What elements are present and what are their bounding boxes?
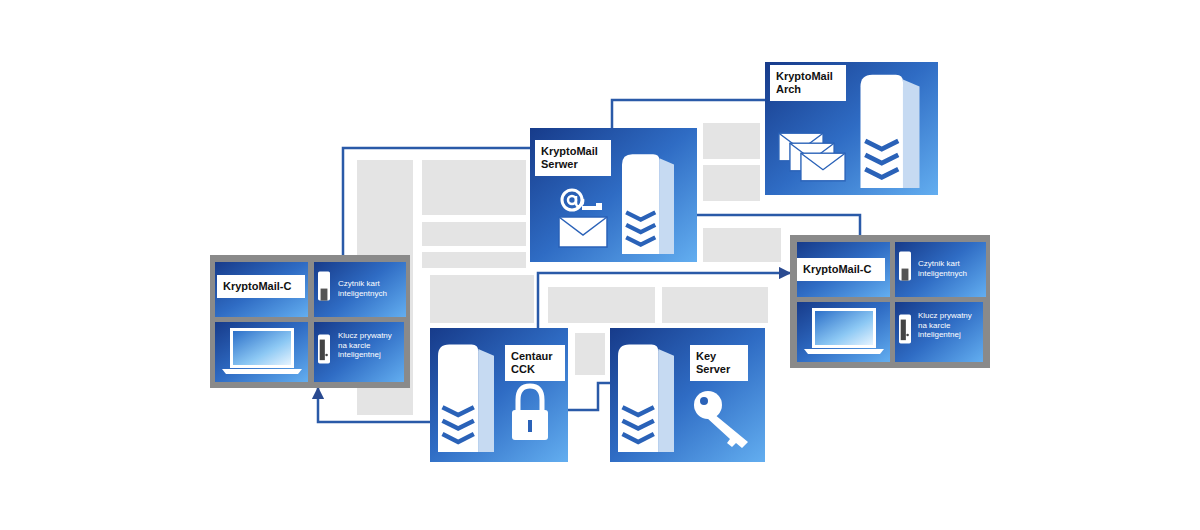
connector xyxy=(612,100,765,128)
node-label: KryptoMail-C xyxy=(217,275,305,298)
node-label: Key Server xyxy=(690,345,748,381)
ca-server-box: Centaur CCK xyxy=(430,328,568,462)
node-label: Centaur CCK xyxy=(505,345,565,381)
node-label: KryptoMail Arch xyxy=(770,65,846,101)
key-server-box: Key Server xyxy=(610,328,765,462)
client-frame: KryptoMail-C Czytnik kart inteligentnychK… xyxy=(790,235,990,368)
private-key-box: Klucz prywatny na karcie inteligentnej xyxy=(314,322,404,382)
node-caption: Klucz prywatny na karcie inteligentnej xyxy=(918,311,978,340)
node-label: KryptoMail-C xyxy=(797,258,885,281)
private-key-box: Klucz prywatny na karcie inteligentnej xyxy=(895,302,983,362)
connector xyxy=(318,388,430,422)
card-reader-box: Czytnik kart inteligentnych xyxy=(895,242,986,297)
node-caption: Czytnik kart inteligentnych xyxy=(918,259,982,278)
connector xyxy=(538,273,790,328)
node-label: KryptoMail Serwer xyxy=(535,140,611,176)
node-caption: Klucz prywatny na karcie inteligentnej xyxy=(338,331,398,360)
connector xyxy=(568,383,610,410)
mail-server-box: KryptoMail Serwer xyxy=(530,128,697,262)
client-frame: KryptoMail-C Czytnik kart inteligentnychK… xyxy=(210,255,410,388)
node-caption: Czytnik kart inteligentnych xyxy=(338,279,402,298)
card-reader-box: Czytnik kart inteligentnych xyxy=(314,262,406,317)
connector xyxy=(697,215,860,235)
archive-server-box: KryptoMail Arch xyxy=(765,62,938,195)
connector xyxy=(343,148,530,255)
